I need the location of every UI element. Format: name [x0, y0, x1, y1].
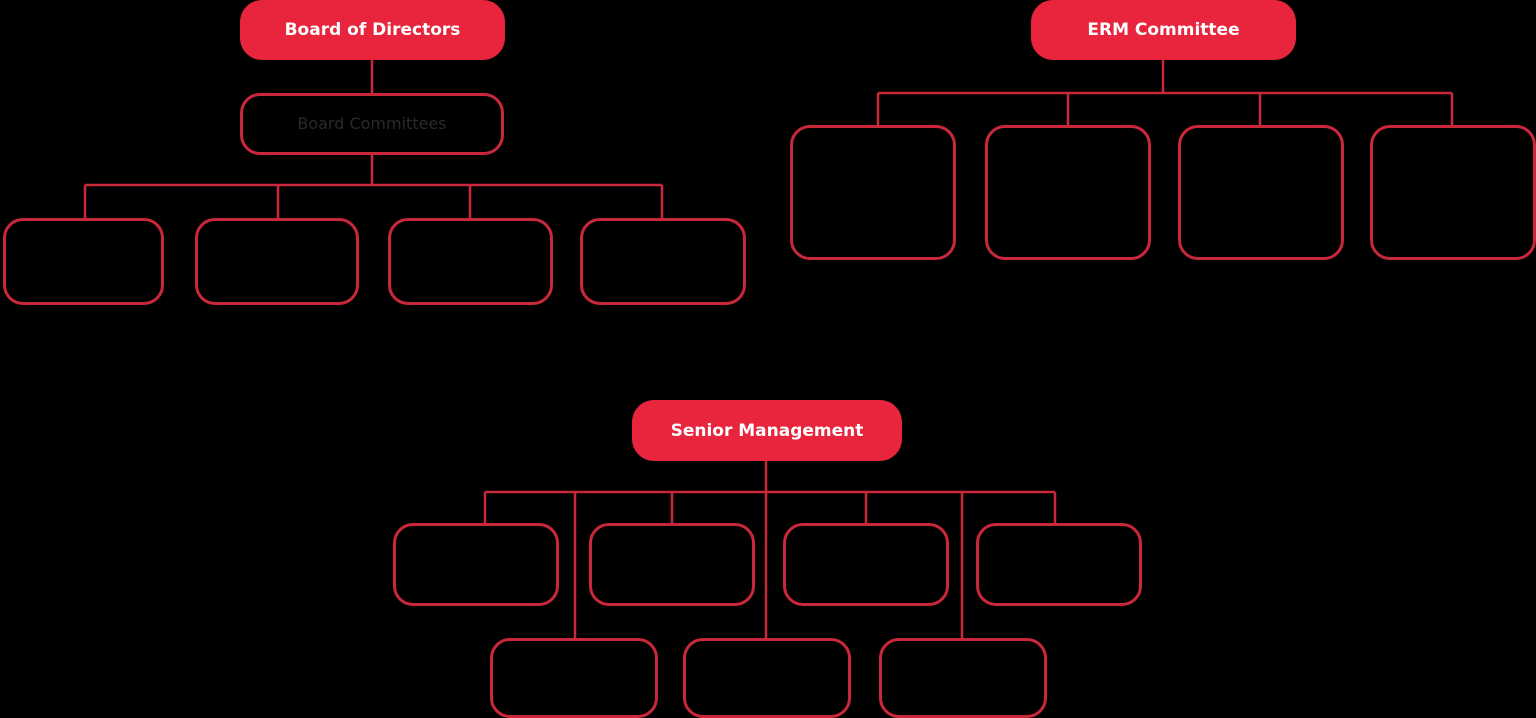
board-committee-1-node [3, 218, 164, 305]
erm-committee-node: ERM Committee [1031, 0, 1296, 60]
senior-management-title: Senior Management [670, 420, 864, 441]
senior-top-1-node [393, 523, 559, 606]
erm-child-4-node [1370, 125, 1536, 260]
board-of-directors-node: Board of Directors [240, 0, 505, 60]
board-committee-2-node [195, 218, 359, 305]
board-of-directors-title: Board of Directors [284, 20, 461, 40]
senior-bottom-3-node [879, 638, 1047, 718]
erm-child-1-node [790, 125, 956, 260]
erm-child-2-node [985, 125, 1151, 260]
senior-bottom-2-node [683, 638, 851, 718]
senior-top-3-node [783, 523, 949, 606]
erm-child-3-node [1178, 125, 1344, 260]
board-committee-3-node [388, 218, 553, 305]
senior-management-node: Senior Management [632, 400, 902, 461]
board-committee-4-node [580, 218, 746, 305]
erm-committee-title: ERM Committee [1087, 20, 1240, 40]
board-committees-label: Board Committees [297, 113, 447, 133]
senior-top-2-node [589, 523, 755, 606]
board-committees-node: Board Committees [240, 93, 504, 155]
senior-bottom-1-node [490, 638, 658, 718]
senior-top-4-node [976, 523, 1142, 606]
